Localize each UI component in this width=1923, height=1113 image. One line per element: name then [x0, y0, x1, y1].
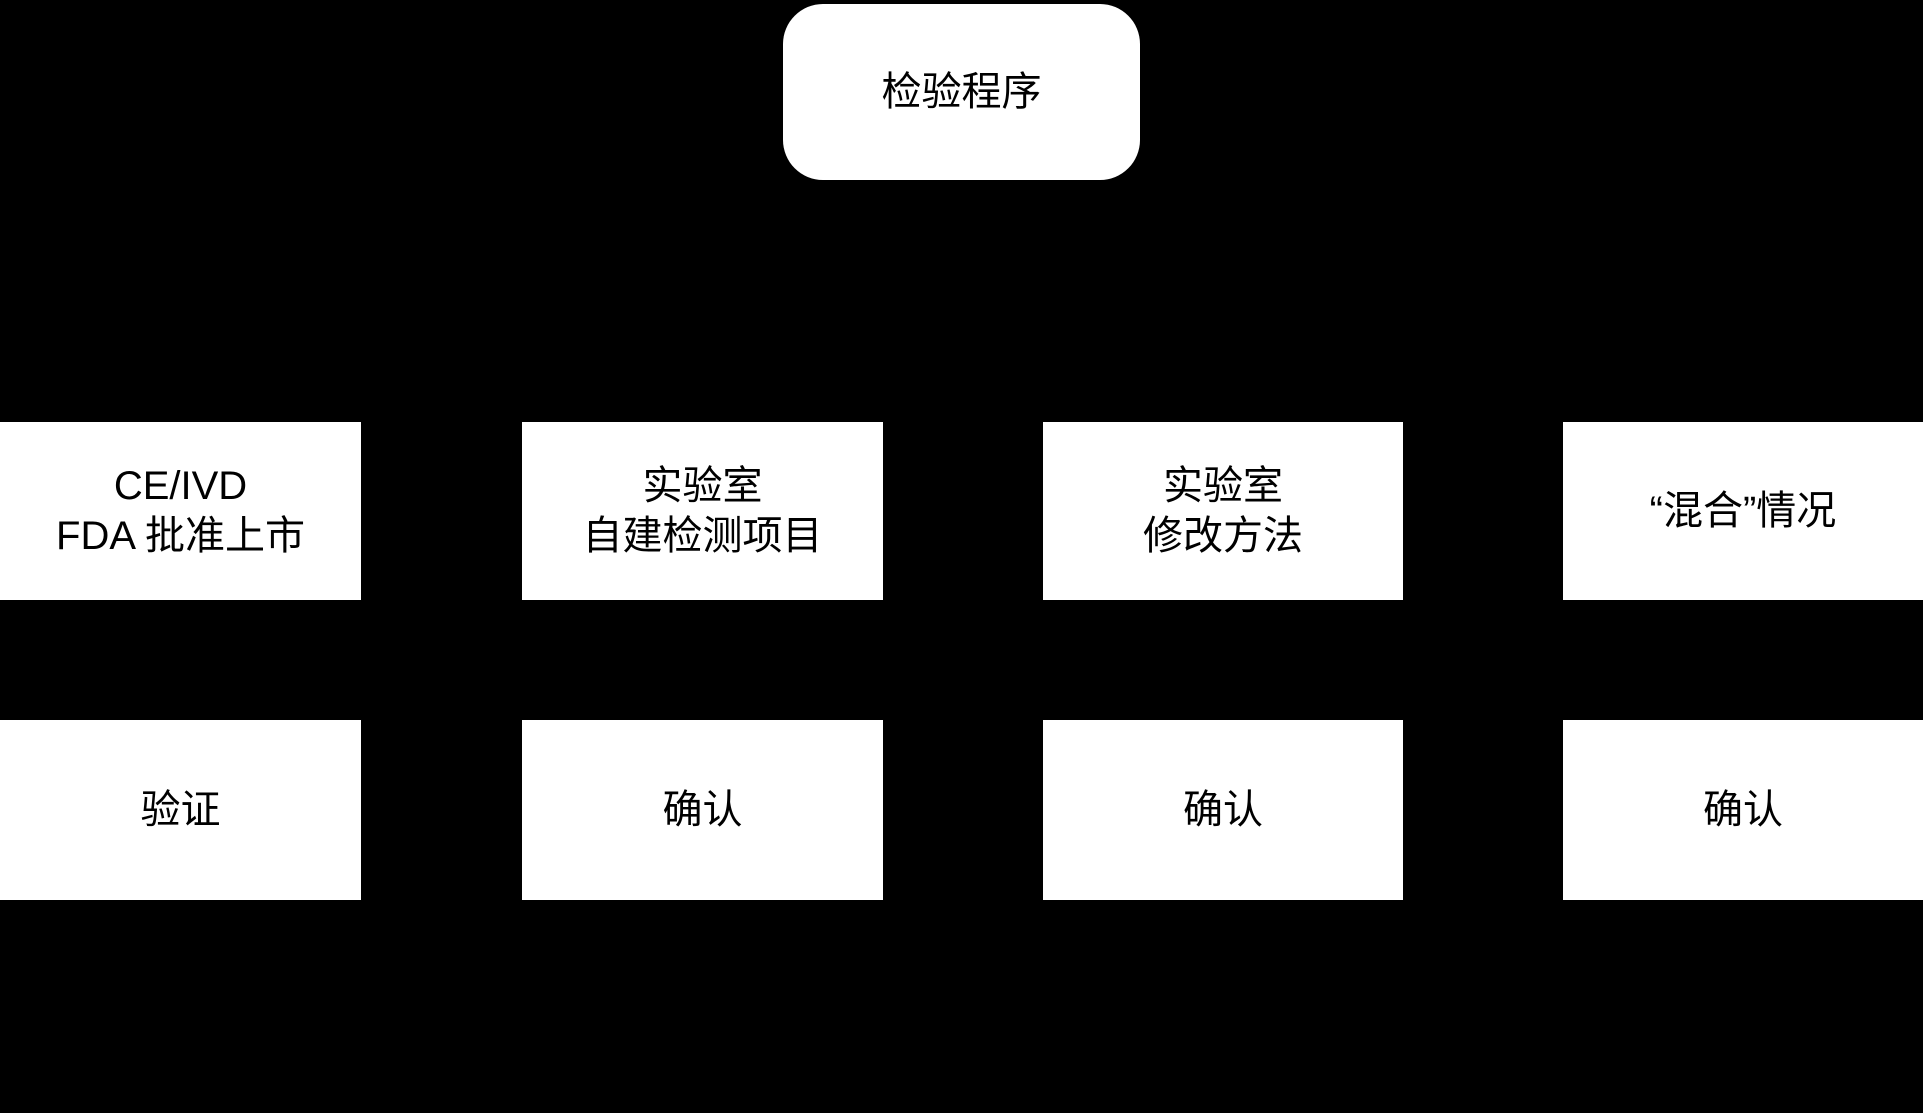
node-ce-ivd-fda-approved: CE/IVD FDA 批准上市 — [0, 422, 361, 600]
node-lab-developed-test: 实验室 自建检测项目 — [522, 422, 883, 600]
node-verification-label: 验证 — [140, 788, 221, 832]
node-mixed-situation: “混合”情况 — [1563, 422, 1923, 600]
node-confirmation-3-label: 确认 — [1703, 788, 1783, 832]
node-lab-modified-method: 实验室 修改方法 — [1043, 422, 1403, 600]
node-confirmation-1-label: 确认 — [662, 788, 743, 832]
node-verification: 验证 — [0, 720, 361, 900]
node-confirmation-3: 确认 — [1563, 720, 1923, 900]
node-test-procedure: 检验程序 — [783, 4, 1140, 180]
node-confirmation-2: 确认 — [1043, 720, 1403, 900]
node-ce-ivd-fda-approved-line2: FDA 批准上市 — [56, 514, 305, 558]
node-test-procedure-label: 检验程序 — [881, 70, 1042, 114]
node-mixed-situation-label: “混合”情况 — [1649, 489, 1837, 533]
node-confirmation-2-label: 确认 — [1183, 788, 1263, 832]
node-lab-modified-method-line2: 修改方法 — [1143, 514, 1303, 558]
node-lab-developed-test-line1: 实验室 — [642, 464, 763, 508]
node-lab-modified-method-line1: 实验室 — [1163, 464, 1283, 508]
node-confirmation-1: 确认 — [522, 720, 883, 900]
node-lab-developed-test-line2: 自建检测项目 — [582, 514, 823, 558]
node-ce-ivd-fda-approved-line1: CE/IVD — [113, 464, 248, 508]
